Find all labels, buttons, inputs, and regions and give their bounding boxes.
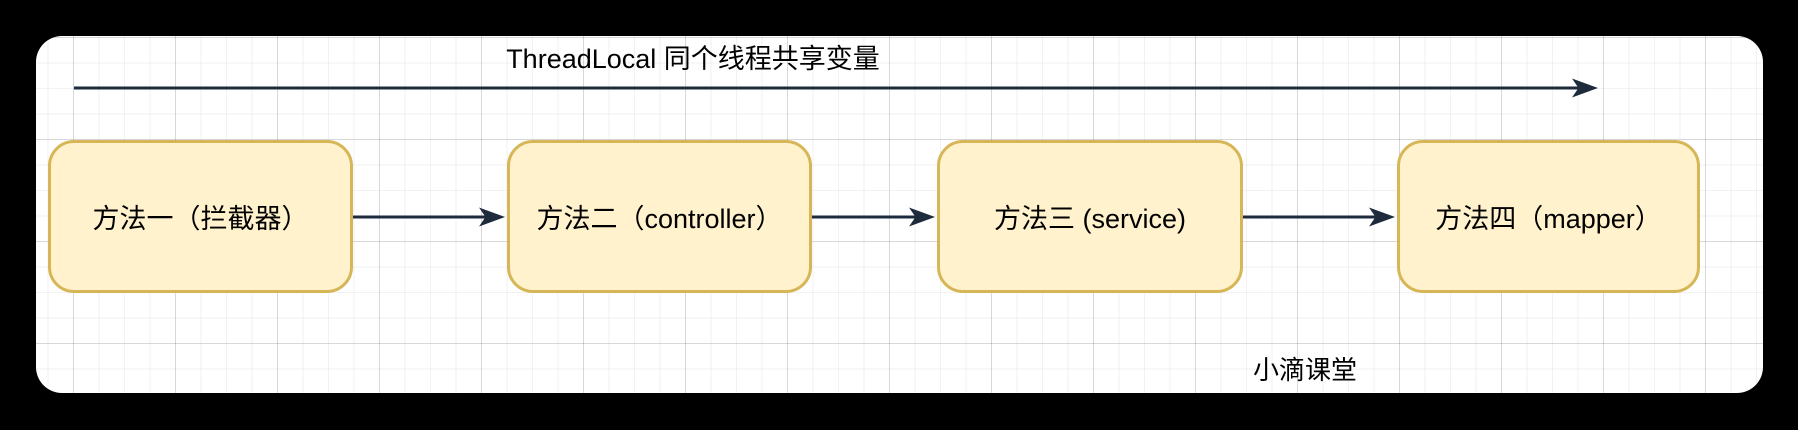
flow-arrow-3 [1243, 207, 1395, 227]
node-method-1-label: 方法一（拦截器） [92, 204, 309, 234]
arrowhead-icon [479, 207, 505, 227]
diagram-canvas: ThreadLocal 同个线程共享变量 [36, 36, 1763, 393]
diagram-title: ThreadLocal 同个线程共享变量 [506, 44, 880, 74]
node-method-3: 方法三 (service) [937, 140, 1243, 293]
node-method-2-label: 方法二（controller） [536, 204, 783, 234]
arrowhead-icon [909, 207, 935, 227]
node-method-4: 方法四（mapper） [1397, 140, 1700, 293]
node-method-3-label: 方法三 (service) [993, 204, 1186, 234]
node-method-4-label: 方法四（mapper） [1435, 204, 1662, 234]
arrowhead-icon [1572, 78, 1598, 98]
node-method-1: 方法一（拦截器） [48, 140, 353, 293]
flow-arrow-2 [812, 207, 935, 227]
timeline-arrow [74, 78, 1598, 98]
node-method-2: 方法二（controller） [507, 140, 812, 293]
flow-arrow-1 [353, 207, 505, 227]
watermark-text: 小滴课堂 [1252, 355, 1357, 385]
arrowhead-icon [1369, 207, 1395, 227]
